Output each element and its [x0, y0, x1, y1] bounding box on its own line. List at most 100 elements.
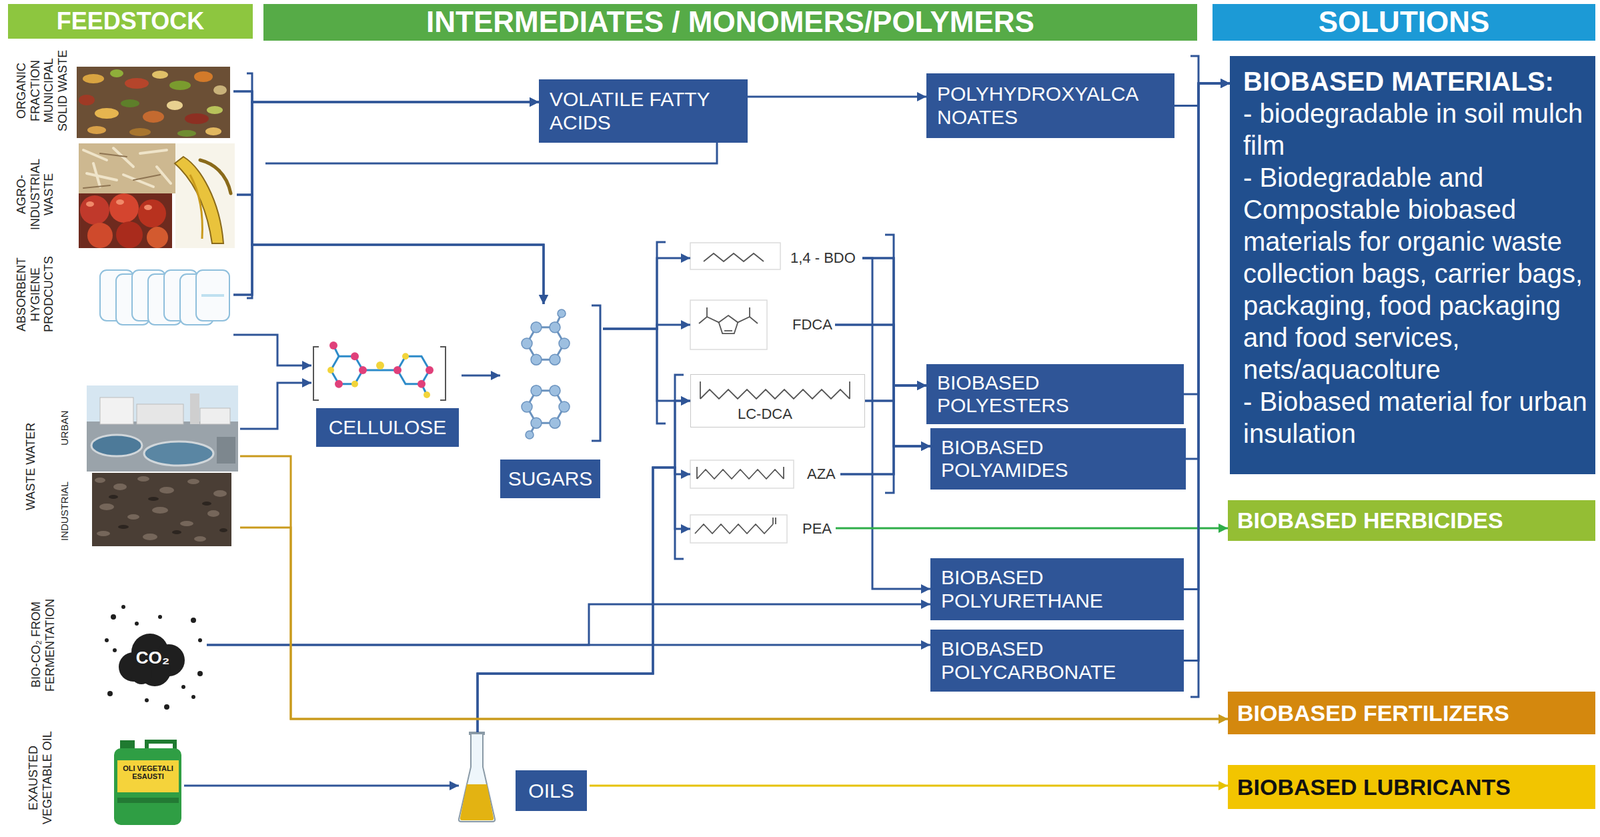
connector — [206, 644, 931, 647]
connector — [477, 467, 691, 733]
box-label: VOLATILE FATTY ACIDS — [549, 88, 721, 135]
sugar-molecules — [549, 385, 561, 397]
organic-waste-photo — [129, 128, 151, 137]
sugar-molecules — [549, 417, 561, 429]
co2-cloud-icon — [104, 604, 203, 710]
agro-industrial-waste-photo — [133, 174, 161, 181]
connector — [1174, 83, 1230, 107]
cellulose-molecule — [313, 341, 446, 401]
co2-cloud-icon — [110, 614, 117, 620]
oil-flask — [458, 733, 495, 822]
group-brackets — [1190, 56, 1199, 697]
cellulose-molecule — [313, 346, 446, 401]
feedstock-label: AGRO-INDUSTRIAL WASTE — [14, 142, 57, 246]
cellulose-molecule — [425, 366, 434, 375]
agro-industrial-waste-photo — [144, 204, 153, 211]
connector — [589, 784, 1228, 787]
feedstock-label: ABSORBENT HYGIENE PRODCUCTS — [14, 249, 57, 339]
chemical-structures — [699, 381, 701, 399]
chemical-structures — [737, 316, 758, 324]
monomer-item: PEA — [690, 513, 836, 545]
industrial-waste-water-photo — [99, 503, 115, 511]
sugar-molecules — [558, 401, 570, 413]
connector — [862, 258, 931, 589]
urban-waste-water-photo — [216, 436, 236, 464]
monomer-label: LC-DCA — [737, 405, 793, 423]
connector — [840, 385, 927, 475]
solution-text: - biodegradable in soil mulch film — [1243, 97, 1589, 162]
connector — [233, 91, 539, 103]
agro-industrial-waste-photo — [175, 143, 235, 249]
connector — [1185, 83, 1230, 459]
chemical-structures — [703, 253, 764, 262]
intermediate-item: OILS — [458, 732, 590, 822]
connector — [477, 467, 691, 733]
monomer-item: 1,4 - BDO — [690, 240, 863, 277]
cellulose-molecule — [417, 380, 426, 389]
sugar-molecules — [557, 309, 566, 318]
feedstock-label: WASTE WATER — [24, 384, 39, 548]
organic-waste-photo — [94, 108, 119, 119]
organic-waste-photo — [152, 70, 169, 79]
sugar-molecules — [530, 417, 542, 429]
chemical-structures — [690, 460, 794, 489]
chemical-structures — [690, 300, 767, 350]
co2-cloud-icon — [144, 698, 149, 703]
agro-industrial-waste-photo — [86, 173, 117, 181]
hygiene-products-photo — [100, 270, 230, 325]
industrial-waste-water-photo — [202, 501, 212, 506]
industrial-waste-water-photo — [94, 476, 227, 542]
chemical-structures — [724, 330, 733, 332]
organic-waste-photo — [124, 78, 149, 89]
agro-industrial-waste-photo — [80, 195, 110, 225]
process-box: VOLATILE FATTY ACIDS — [538, 79, 748, 143]
organic-waste-photo — [213, 85, 227, 95]
urban-waste-water-photo — [86, 421, 239, 472]
cellulose-molecule — [397, 356, 430, 385]
co2-cloud-icon — [121, 604, 126, 609]
co2-cloud-icon — [158, 614, 163, 619]
industrial-waste-water-photo — [113, 483, 127, 491]
connector — [835, 324, 927, 386]
header-band: INTERMEDIATES / MONOMERS/POLYMERS — [263, 4, 1198, 41]
chemical-structures — [774, 517, 777, 525]
cellulose-molecule — [350, 352, 359, 361]
feedstock-label: EXAUSTED VEGETABLE OIL — [26, 724, 55, 831]
organic-waste-photo — [169, 80, 191, 91]
icon-text: OLI VEGETALI ESAUSTI — [118, 764, 178, 781]
monomer-label: 1,4 - BDO — [790, 249, 856, 267]
connector — [840, 446, 931, 475]
connector — [240, 527, 1228, 719]
agro-industrial-waste-photo — [93, 163, 101, 187]
connector — [236, 194, 544, 305]
feedstock-label: INDUSTRIAL — [58, 474, 71, 548]
solution-text: - Biobased material for urban insulation — [1243, 385, 1589, 450]
connector — [236, 102, 539, 195]
industrial-waste-water-photo — [92, 472, 232, 547]
solution-box: BIOBASED HERBICIDES — [1227, 500, 1596, 541]
organic-waste-photo — [78, 94, 95, 106]
connector — [233, 244, 544, 305]
urban-waste-water-photo — [136, 404, 184, 425]
connector — [602, 258, 691, 329]
cellulose-molecule — [330, 345, 430, 395]
group-brackets — [246, 56, 1199, 697]
sugar-molecules — [521, 309, 570, 439]
solution-label: BIOBASED HERBICIDES — [1237, 507, 1504, 534]
connector — [865, 385, 927, 401]
agro-industrial-waste-photo — [113, 148, 134, 167]
sugar-molecules — [558, 338, 570, 349]
industrial-waste-water-photo — [159, 486, 175, 494]
chemical-structures — [690, 242, 781, 270]
feedstock-label: BIO-CO₂ FROM FERMENTATION — [29, 576, 57, 714]
group-brackets — [265, 142, 717, 164]
industrial-waste-water-photo — [187, 478, 200, 485]
cellulose-molecule — [327, 352, 431, 399]
connector — [240, 456, 1228, 719]
organic-waste-photo — [120, 99, 140, 108]
agro-industrial-waste-photo — [100, 153, 127, 157]
feedstock-item: URBAN — [57, 384, 241, 473]
intermediate-label: SUGARS — [500, 459, 601, 499]
